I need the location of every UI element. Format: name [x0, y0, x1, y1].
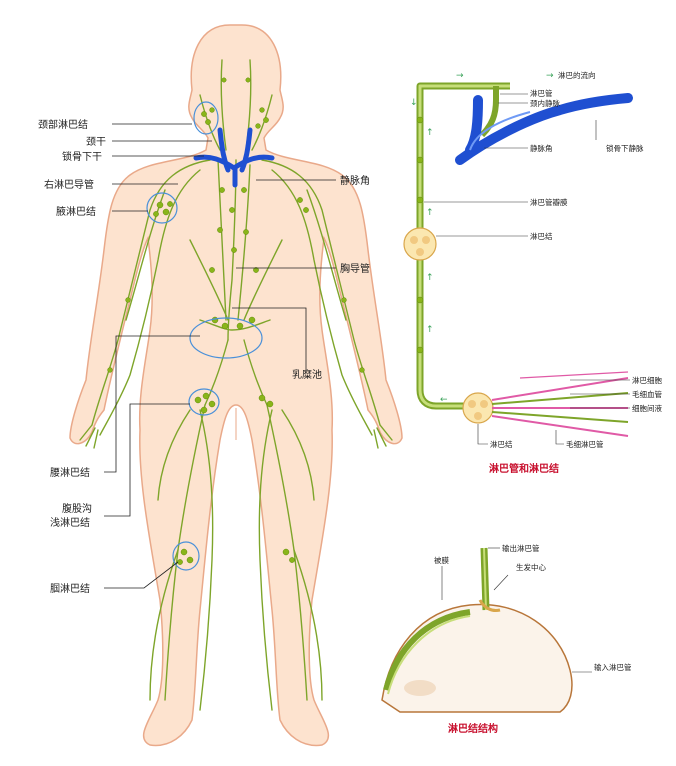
- label-inguinal-line2: 浅淋巴结: [50, 516, 90, 529]
- label-right-lymph-duct: 右淋巴导管: [44, 178, 94, 191]
- caption-structure-diagram: 淋巴结结构: [448, 722, 498, 735]
- label-thoracic-duct: 胸导管: [340, 262, 370, 275]
- node-structure-diagram: 被膜 输出淋巴管 生发中心 输入淋巴管 淋巴结结构: [381, 543, 632, 735]
- body-outline: [69, 24, 403, 747]
- capillary-lines: [491, 371, 629, 437]
- label-capillaries: 毛细血管: [632, 389, 662, 399]
- label-germinal-center: 生发中心: [516, 562, 546, 572]
- label-efferent-vessel: 输出淋巴管: [502, 543, 540, 553]
- label-interstitial-fluid: 细胞间液: [632, 403, 662, 413]
- svg-text:↑: ↑: [426, 325, 434, 335]
- svg-text:↑: ↑: [426, 208, 434, 218]
- lymph-nodes: [107, 77, 365, 565]
- svg-text:↓: ↓: [410, 98, 418, 108]
- label-lymph-node-top: 淋巴结: [530, 231, 553, 241]
- label-lymph-node-bottom: 淋巴结: [490, 439, 513, 449]
- svg-text:→: →: [546, 71, 554, 81]
- highlight-circles: [146, 101, 263, 571]
- label-lymph-capillary: 毛细淋巴管: [566, 439, 604, 449]
- label-internal-jugular-vein: 颈内静脉: [530, 98, 560, 108]
- lymph-node-graphic-1: [403, 227, 437, 261]
- body-labels: 颈部淋巴结 颈干 锁骨下干 右淋巴导管 腋淋巴结 静脉角 胸导管 乳糜池 腰淋巴…: [38, 118, 370, 595]
- label-lymph-cells: 淋巴细胞: [632, 375, 662, 385]
- label-axillary-nodes: 腋淋巴结: [56, 205, 96, 218]
- lymph-node-graphic-2: [462, 392, 494, 424]
- vessel-node-diagram: → ↓ ↑ ↑ ↑ ↑ ← → 淋巴的流向 淋巴管 颈内静脉 静脉角 锁骨下静脉…: [403, 70, 662, 475]
- caption-vessel-diagram: 淋巴管和淋巴结: [489, 462, 559, 475]
- label-venous-angle-small: 静脉角: [530, 143, 553, 153]
- label-lymph-vessel: 淋巴管: [530, 88, 553, 98]
- leader-lines: [104, 123, 336, 589]
- label-valve: 淋巴管瓣膜: [530, 197, 568, 207]
- label-capsule: 被膜: [434, 555, 449, 565]
- label-neck-nodes: 颈部淋巴结: [38, 118, 88, 131]
- veins: [193, 127, 275, 188]
- label-subclavian-trunk: 锁骨下干: [62, 150, 102, 163]
- label-subclavian-vein: 锁骨下静脉: [606, 143, 644, 153]
- label-popliteal-nodes: 腘淋巴结: [50, 582, 90, 595]
- human-body: [69, 24, 403, 747]
- svg-text:↑: ↑: [426, 273, 434, 283]
- label-inguinal-line1: 腹股沟: [62, 502, 92, 515]
- label-lumbar-nodes: 腰淋巴结: [50, 466, 90, 479]
- label-venous-angle: 静脉角: [340, 174, 370, 187]
- svg-text:→: →: [456, 71, 464, 81]
- label-afferent-vessel: 输入淋巴管: [594, 662, 632, 672]
- label-jugular-trunk: 颈干: [86, 136, 106, 148]
- label-flow-legend: 淋巴的流向: [558, 70, 596, 80]
- svg-text:↑: ↑: [426, 128, 434, 138]
- lymph-vessels: [79, 59, 393, 711]
- svg-text:←: ←: [440, 395, 448, 405]
- label-cisterna-chyli: 乳糜池: [292, 368, 322, 381]
